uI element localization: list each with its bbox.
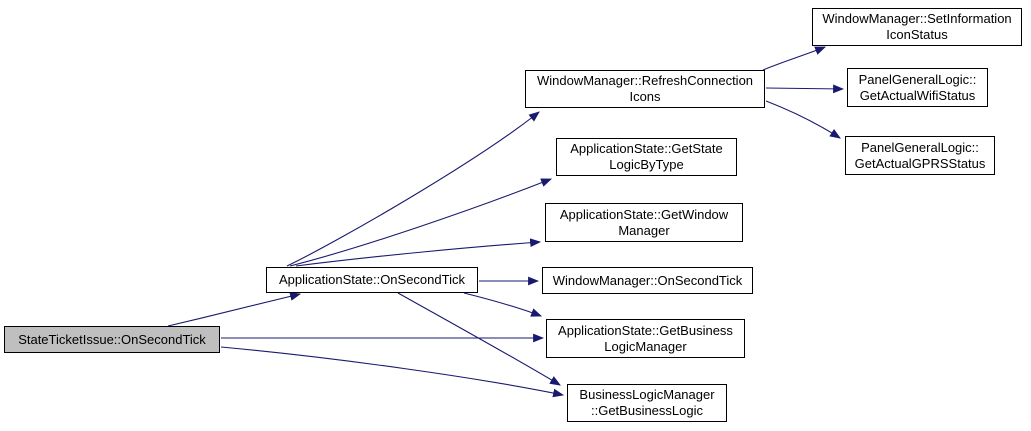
node-applicationstate-getstatelogicbytype[interactable]: ApplicationState::GetState LogicByType xyxy=(556,138,737,176)
node-applicationstate-getbusinesslogicmanager[interactable]: ApplicationState::GetBusiness LogicManag… xyxy=(546,319,745,358)
node-businesslogicmanager-getbusinesslogic[interactable]: BusinessLogicManager ::GetBusinessLogic xyxy=(567,384,727,422)
node-panelgenerallogic-getactualwifistatus[interactable]: PanelGeneralLogic:: GetActualWifiStatus xyxy=(847,68,988,107)
node-windowmanager-setinformationiconstatus[interactable]: WindowManager::SetInformation IconStatus xyxy=(812,8,1022,46)
node-windowmanager-refreshconnectionicons[interactable]: WindowManager::RefreshConnection Icons xyxy=(525,70,765,108)
node-panelgenerallogic-getactualgprsstatus[interactable]: PanelGeneralLogic:: GetActualGPRSStatus xyxy=(845,136,995,175)
edge-applicationstate-to-getbusinesslogic xyxy=(397,292,561,386)
edge-applicationstate-to-getwindowmanager xyxy=(295,238,542,267)
node-stateticketissue-onsecondtick: StateTicketIssue::OnSecondTick xyxy=(4,326,220,353)
edge-applicationstate-to-getstatelogicbytype xyxy=(289,178,553,267)
edge-applicationstate-to-refreshconnectionicons xyxy=(286,111,540,267)
edge-refreshconnectionicons-to-setinformationiconstatus xyxy=(762,46,827,71)
edge-stateticketissue-to-applicationstate-onsecondtick xyxy=(167,292,302,327)
node-applicationstate-onsecondtick[interactable]: ApplicationState::OnSecondTick xyxy=(266,267,478,293)
edge-refreshconnectionicons-to-getactualwifistatus xyxy=(765,84,845,94)
edge-refreshconnectionicons-to-getactualgprsstatus xyxy=(765,100,841,139)
edge-stateticketissue-to-getbusinesslogic xyxy=(220,346,565,398)
edge-applicationstate-to-getbusinesslogicmanager xyxy=(463,292,543,317)
node-applicationstate-getwindowmanager[interactable]: ApplicationState::GetWindow Manager xyxy=(545,203,743,242)
node-windowmanager-onsecondtick[interactable]: WindowManager::OnSecondTick xyxy=(542,267,753,294)
